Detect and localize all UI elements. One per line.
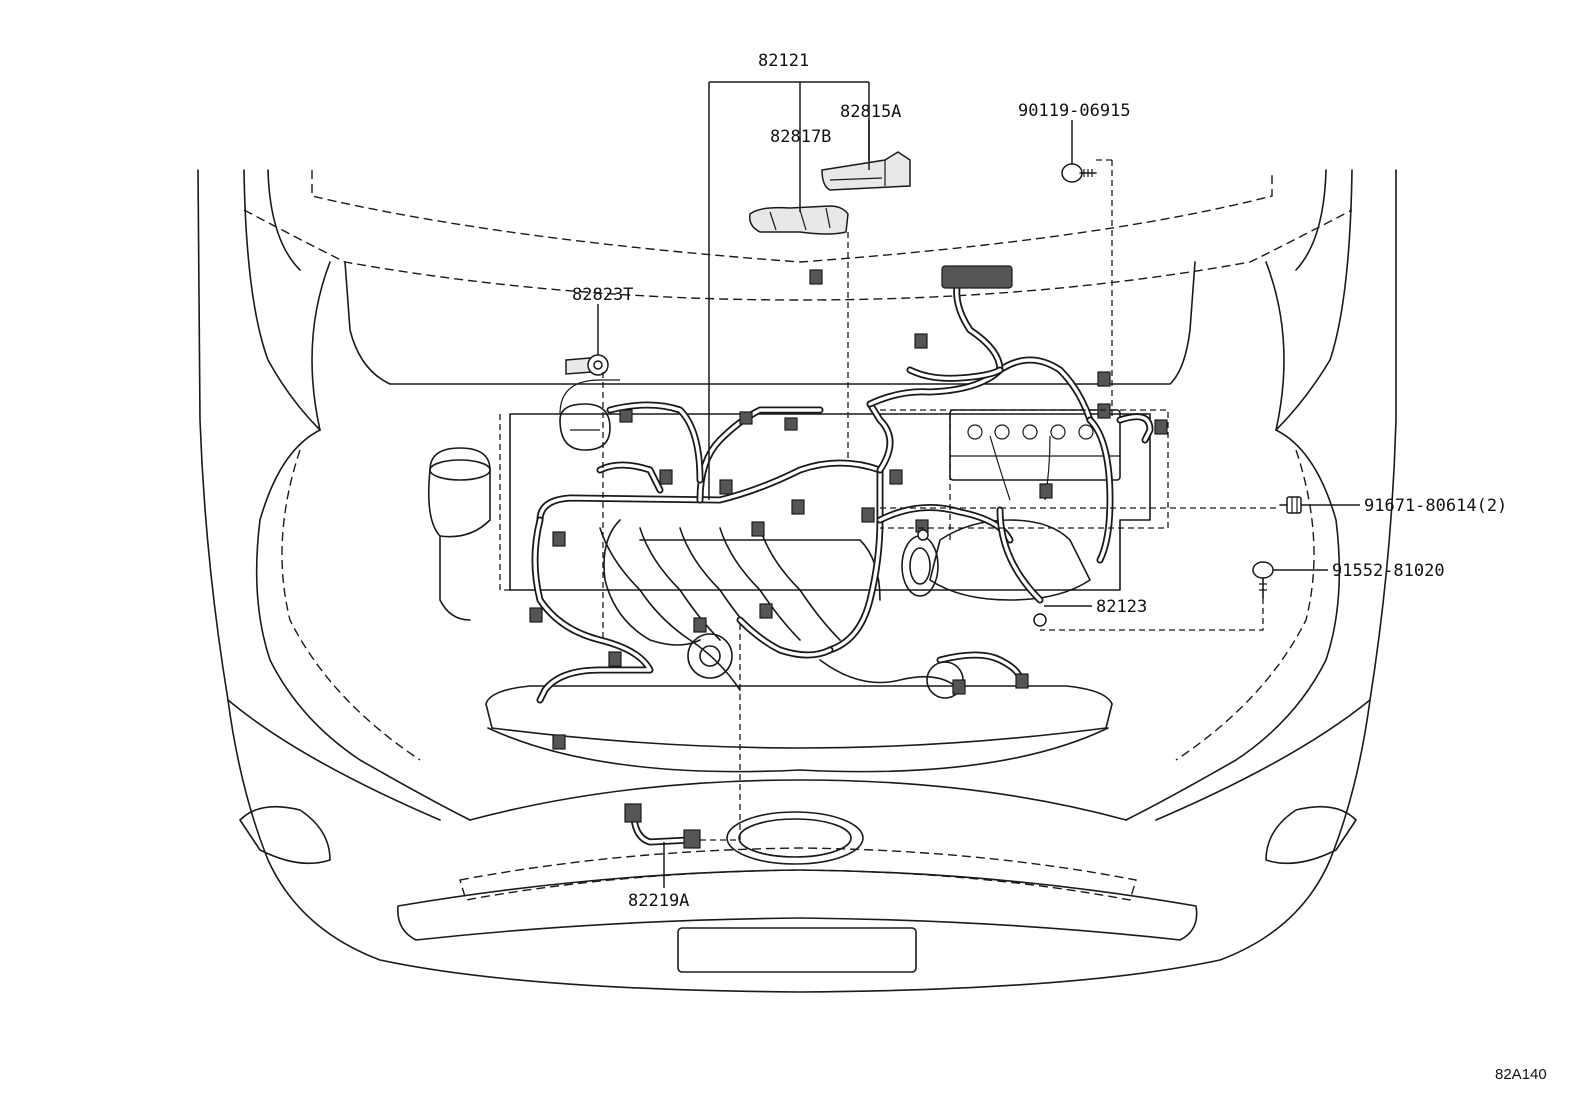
callout-82121: 82121 xyxy=(758,51,809,71)
callout-82123: 82123 xyxy=(1096,597,1147,617)
callout-82823t: 82823T xyxy=(572,285,633,305)
bolt-91671-80614 xyxy=(1279,496,1302,514)
callout-82219a: 82219A xyxy=(628,891,689,911)
protector-82815a xyxy=(821,151,911,191)
vehicle-body-outline xyxy=(197,169,1397,993)
reference-lines xyxy=(499,159,1280,841)
bolt-91552-81020 xyxy=(1252,561,1274,599)
protector-82817b xyxy=(748,205,849,235)
callout-82817b: 82817B xyxy=(770,127,831,147)
callout-90119-06915: 90119-06915 xyxy=(1018,101,1131,121)
leader-lines xyxy=(597,81,1360,888)
bolt-90119-06915 xyxy=(1061,163,1097,183)
callout-91671-80614: 91671-80614(2) xyxy=(1364,496,1507,516)
clamp-82823t xyxy=(565,354,609,376)
callout-91552-81020: 91552-81020 xyxy=(1332,561,1445,581)
callout-82815a: 82815A xyxy=(840,102,901,122)
diagram-reference-id: 82A140 xyxy=(1495,1066,1547,1083)
callout-labels: 82121 82815A 82817B 90119-06915 82823T 9… xyxy=(572,51,1547,1083)
sub-harness-82219a xyxy=(624,803,701,849)
engine-wire-harness xyxy=(529,265,1168,750)
